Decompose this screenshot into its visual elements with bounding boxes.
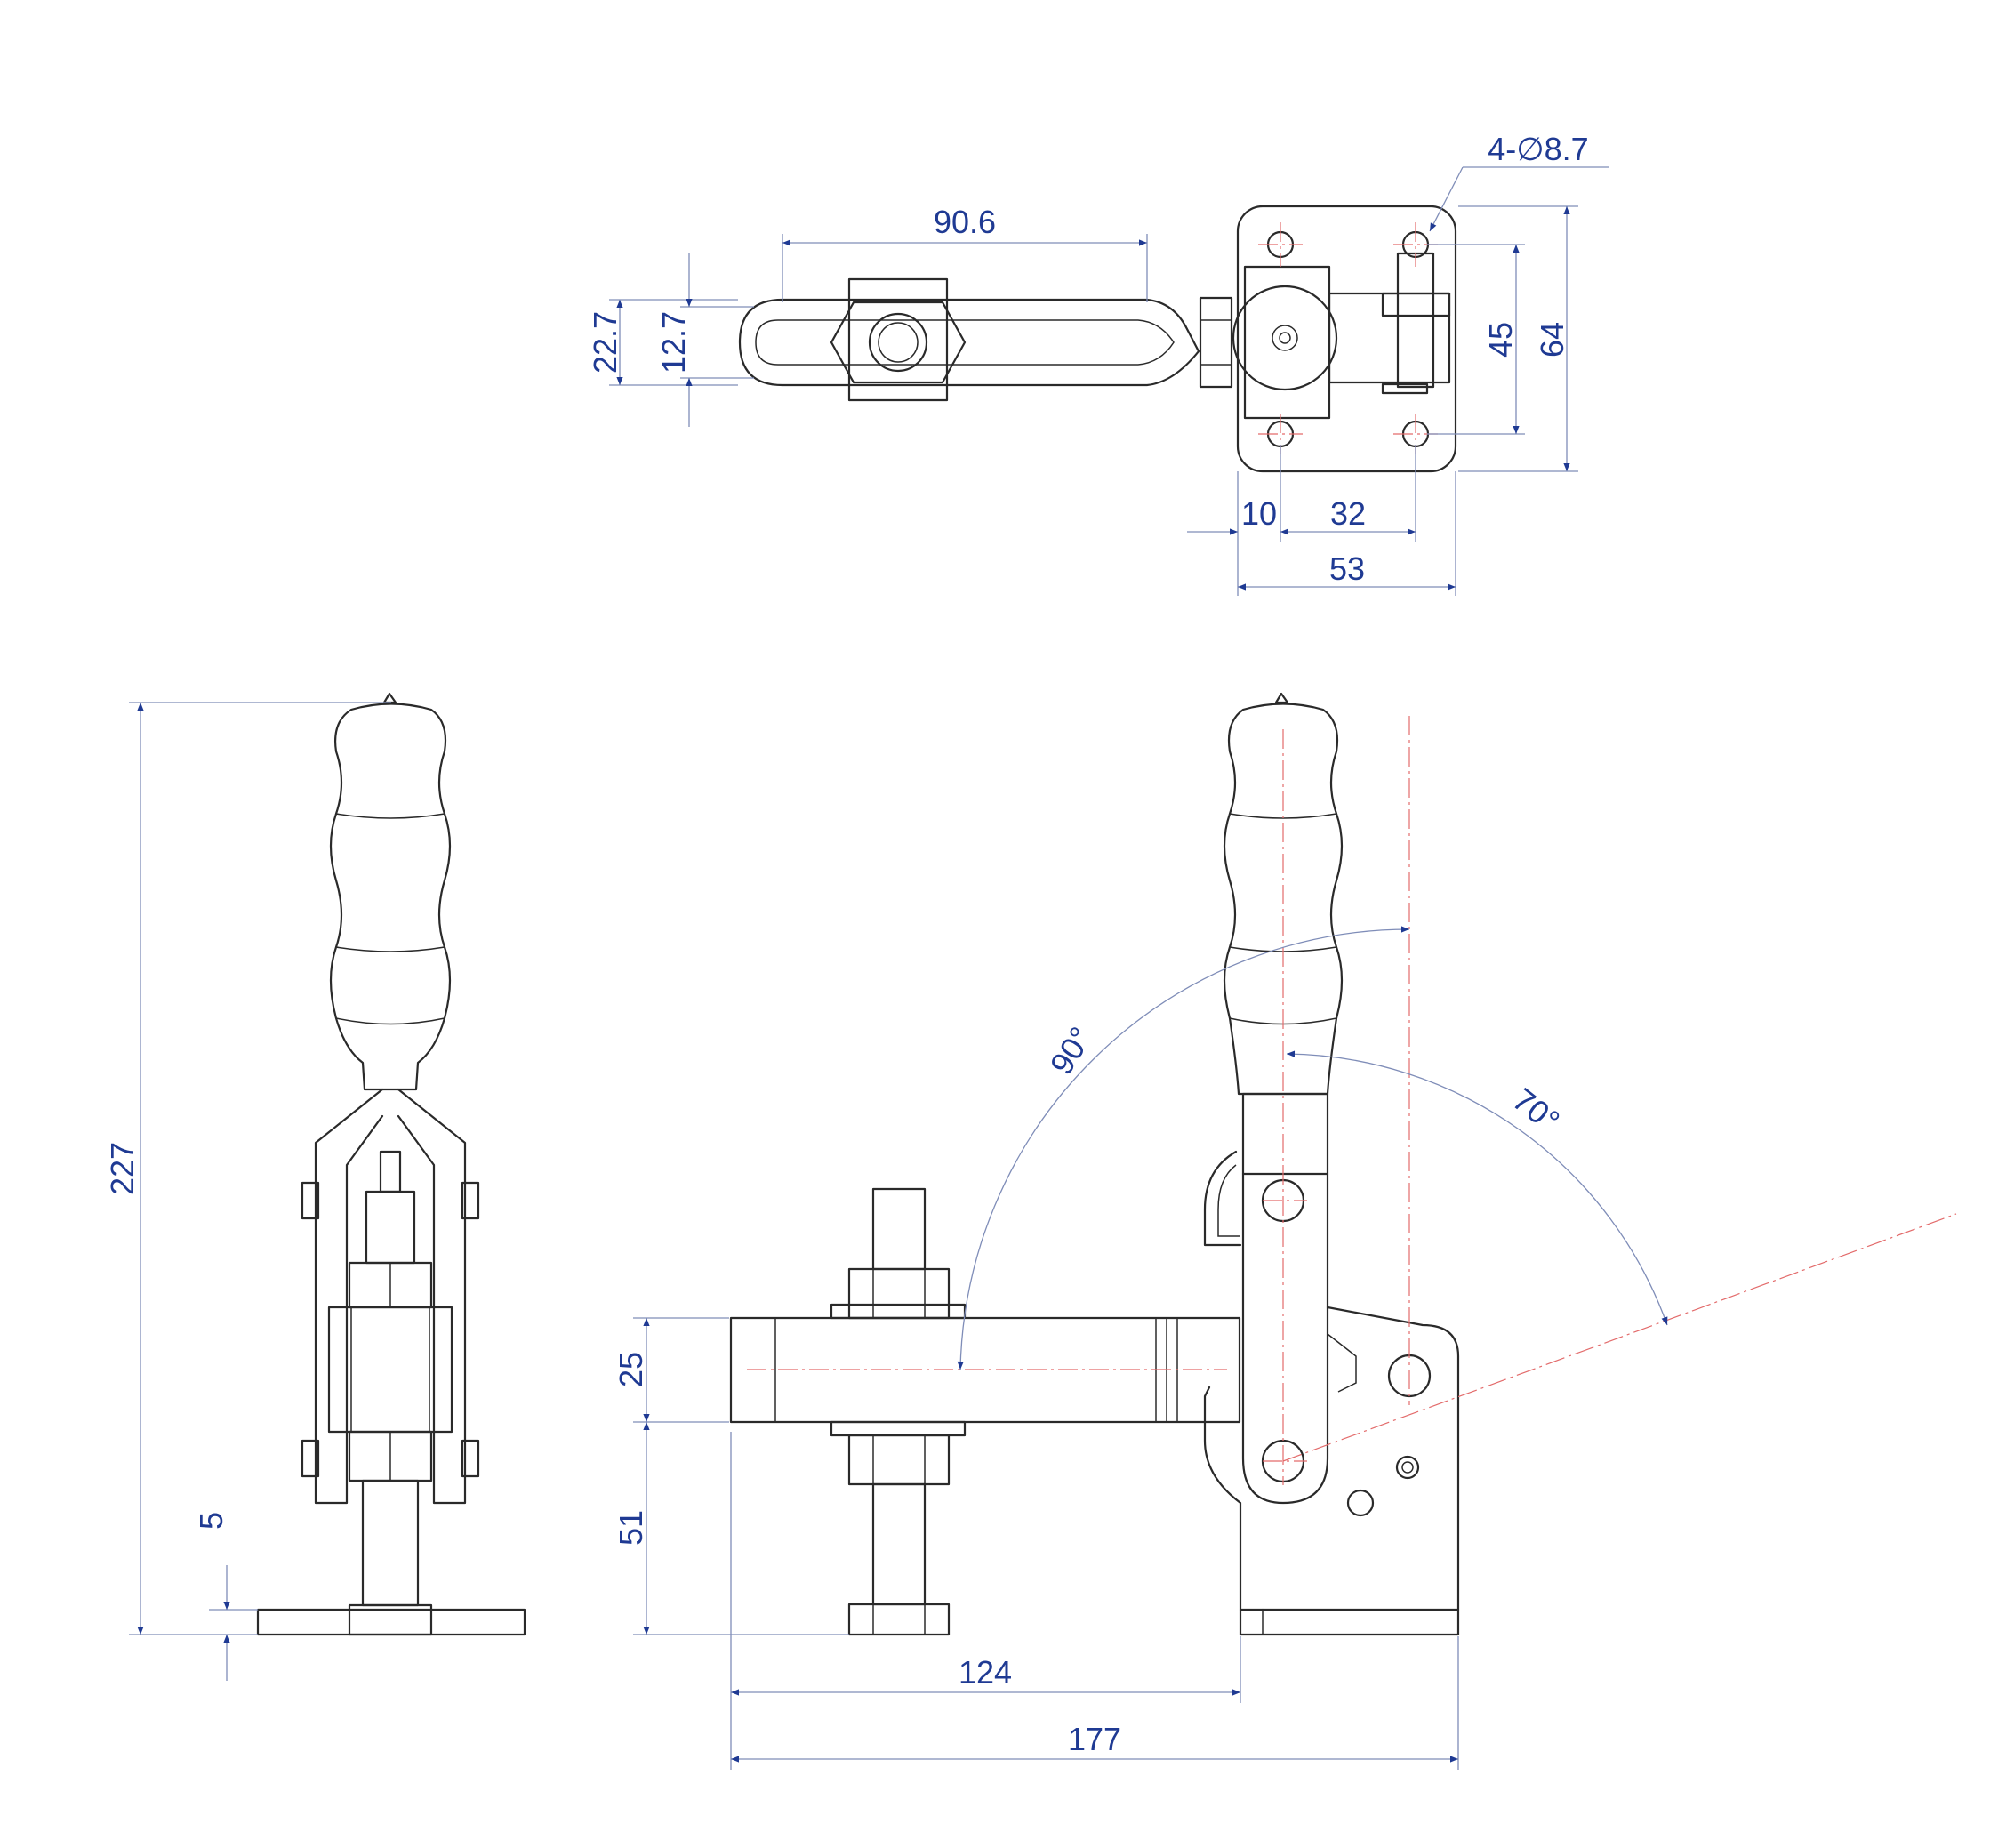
dim-reach: 124	[959, 1654, 1012, 1691]
dim-arm-thickness: 25	[613, 1352, 649, 1387]
front-view-dimensions: 90° 70° 25 51 124 177	[613, 926, 1668, 1770]
dim-hole-spacing-horizontal: 32	[1330, 495, 1366, 532]
top-view	[738, 205, 1457, 473]
dim-hole-spacing-vertical: 45	[1482, 322, 1519, 358]
dim-angle-handle: 70°	[1506, 1081, 1567, 1139]
dim-arm-height: 51	[613, 1510, 649, 1546]
side-view-dimensions: 227 5	[104, 702, 391, 1681]
dim-handle-bar-length: 90.6	[934, 204, 996, 240]
dim-base-height: 64	[1534, 322, 1570, 358]
dim-angle-open: 90°	[1043, 1020, 1100, 1081]
front-view	[729, 692, 1957, 1636]
dim-overall-height: 227	[104, 1142, 140, 1195]
dim-holes-callout: 4-∅8.7	[1488, 131, 1588, 167]
top-view-dimensions: 90.6 22.7 12.7 4-∅8.7 45 64 10 32 53	[587, 131, 1609, 596]
dim-base-thickness: 5	[193, 1512, 229, 1530]
dim-overall-length: 177	[1068, 1721, 1121, 1757]
dim-base-offset-10: 10	[1241, 495, 1277, 532]
dim-handle-bar-width-inner: 12.7	[655, 311, 692, 374]
dim-base-width: 53	[1329, 550, 1365, 587]
dim-handle-bar-width-outer: 22.7	[587, 311, 623, 374]
side-view	[256, 692, 526, 1636]
